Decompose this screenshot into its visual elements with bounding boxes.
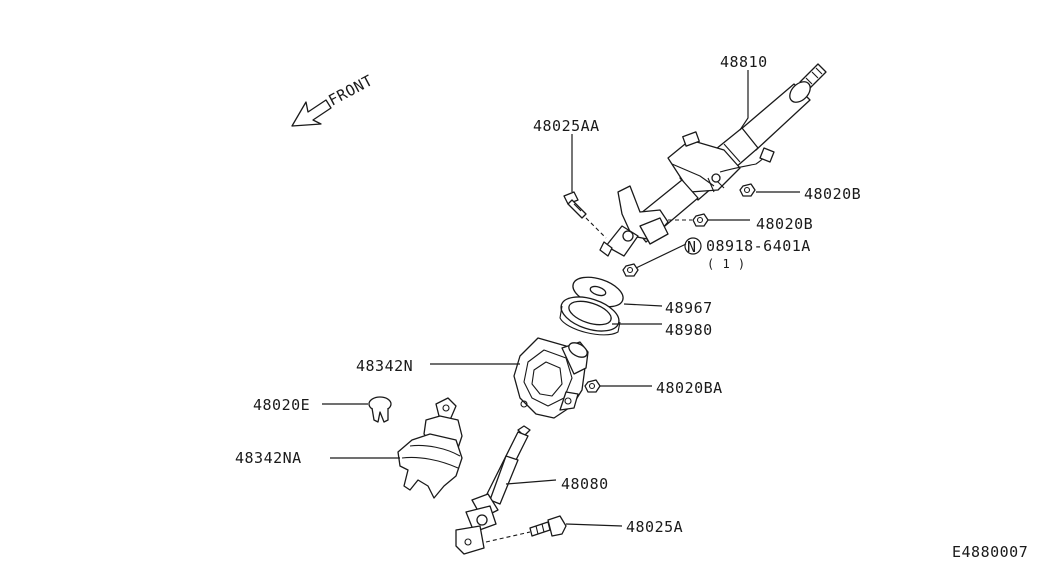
- bolt-48025A: [485, 515, 567, 543]
- nut-08918-6401A: [622, 263, 639, 277]
- boot-cover-48342NA: [397, 397, 463, 499]
- leader-lines: [322, 70, 800, 527]
- callout-48080: 48080: [561, 475, 609, 493]
- clip-48020E: [368, 396, 392, 423]
- callout-48342N: 48342N: [356, 357, 413, 375]
- callout-48020E: 48020E: [253, 396, 310, 414]
- callout-48980: 48980: [665, 321, 713, 339]
- steering-column-upper: [599, 63, 827, 257]
- callout-48342NA: 48342NA: [235, 449, 302, 467]
- front-arrow-icon: [291, 99, 332, 127]
- callout-48967: 48967: [665, 299, 713, 317]
- nut-48020BA: [584, 379, 601, 393]
- callout-48810: 48810: [720, 53, 768, 71]
- front-label: FRONT: [325, 71, 376, 109]
- nut-48020B-lower: [668, 213, 709, 227]
- callout-48020BA: 48020BA: [656, 379, 723, 397]
- callout-48025A: 48025A: [626, 518, 683, 536]
- callout-48020B-upper: 48020B: [804, 185, 861, 203]
- callout-08918-qty: ( 1 ): [707, 257, 746, 271]
- n-symbol-circle: [684, 237, 702, 255]
- callout-48025AA: 48025AA: [533, 117, 600, 135]
- diagram-code: E4880007: [952, 543, 1028, 561]
- n-symbol-label: N: [687, 238, 697, 256]
- lower-shaft-48080: [455, 425, 531, 555]
- nut-48020B-upper: [739, 183, 756, 197]
- bolt-48025AA: [563, 191, 607, 239]
- seal-ring-48980: [559, 296, 621, 336]
- boot-housing-48342N: [513, 337, 589, 419]
- callout-48020B-lower: 48020B: [756, 215, 813, 233]
- callout-08918-6401A: 08918-6401A: [706, 237, 811, 255]
